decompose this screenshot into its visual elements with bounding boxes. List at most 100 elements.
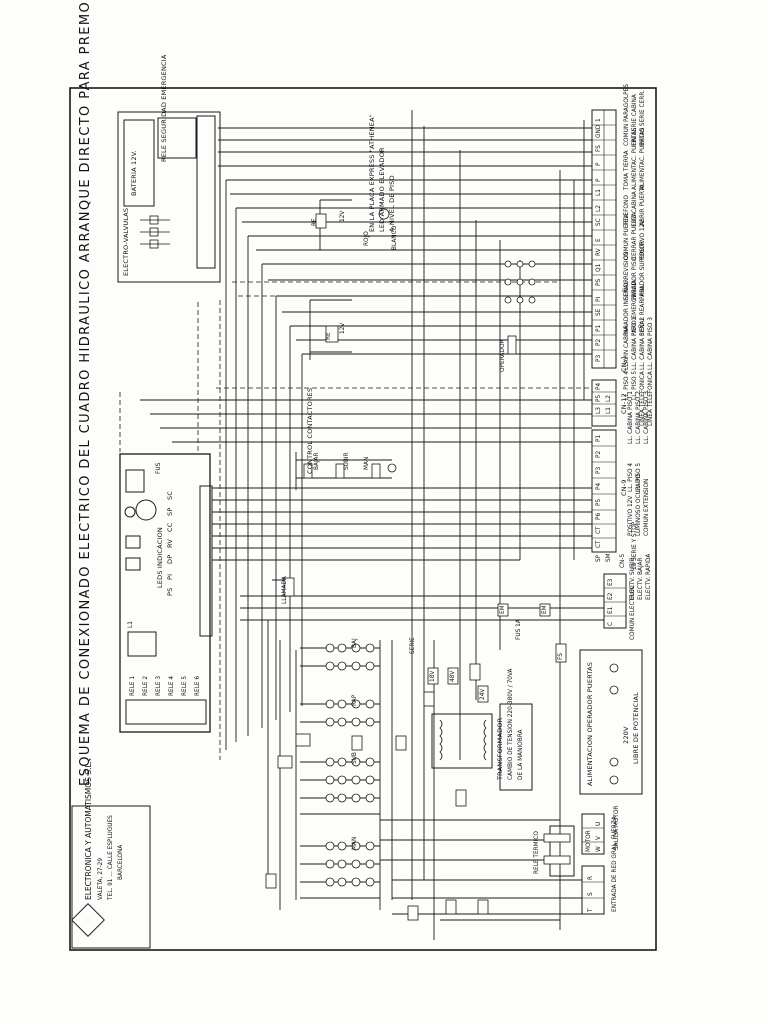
motor-pin: W (596, 846, 602, 852)
contactor-label: SUB (352, 752, 358, 764)
input-pin: R (588, 875, 594, 880)
fuse-label: FUS (156, 462, 162, 474)
cn9-desc: LL. CABINA PISO 2 (636, 391, 642, 444)
volt-24-label: 24V (480, 688, 486, 700)
cn2-pin: L3 (596, 407, 602, 414)
cn1-desc: ALIMENTAC. PUERTAS (640, 127, 646, 190)
led-label: PS (166, 587, 174, 596)
input-label: ENTRADA DE RED GRAL. FUERZA (612, 816, 618, 912)
transformer-note-2: DE LA MANIOBRA (518, 729, 524, 780)
cn1-desc: COMUN PARAGOLPES (624, 84, 630, 146)
call-label: LLAMADA (282, 576, 288, 604)
re-label-2: RE (326, 332, 332, 340)
control-item: BAJAR (314, 452, 320, 470)
cn1-pin: E (596, 238, 602, 242)
led-white-label: BLANCO (392, 225, 398, 250)
motor-label: MOTOR (586, 830, 592, 852)
series-label: SERIE (410, 637, 416, 654)
led-label: PI (166, 573, 174, 580)
company-city: BARCELONA (118, 844, 124, 880)
volt-12-label-2: 12V (340, 322, 346, 334)
valve-desc: ELECTV. BAJAR (638, 557, 644, 600)
cn1-pin: Q1 (596, 263, 602, 272)
cn9-pin: P2 (596, 450, 602, 458)
cn1-pin: P3 (596, 354, 602, 362)
relay-label: RELE 5 (182, 675, 188, 696)
cn9-pin: P1 (596, 434, 602, 442)
cn1-pin: FS (596, 145, 602, 152)
relay-label: RELE 1 (130, 675, 136, 696)
cn5-label: CN-5 (620, 553, 626, 568)
diagram-title: ESQUEMA DE CONEXIONADO ELECTRICO DEL CUA… (78, 0, 93, 786)
cn1-pin: PS (596, 278, 602, 286)
cn1-pin: L1 (596, 189, 602, 196)
main-board (119, 453, 211, 733)
battery-box (117, 111, 221, 283)
re-label-1: RE (312, 218, 318, 226)
volt-48-label: 48V (450, 670, 456, 682)
cn1-desc: TOMA TIERRA (624, 150, 630, 190)
fs-label: FS (558, 653, 564, 660)
title-block (71, 805, 151, 949)
placa-note-3: A NIVEL DE PISO (388, 175, 396, 232)
volt-12-label-1: 12V (340, 210, 346, 222)
leds-label: LEDS INDICACION (156, 527, 164, 588)
em-label-2: EM (542, 605, 548, 614)
relay-label: RELE 3 (156, 675, 162, 696)
company-address-1: VALETA, 27-29 (98, 857, 104, 900)
cn9-pin: CT (596, 526, 602, 534)
cn9-desc: LL. CABINA PISO 3 (644, 391, 650, 444)
control-item: SUBIR (344, 452, 350, 470)
company-address-2: TEL. 91 ... CALLE ESPLUGUES (108, 815, 114, 900)
cn5-pin: SP (596, 554, 602, 562)
control-contactors-label: CONTROL CONTACTORES (306, 387, 314, 474)
valve-pin: E2 (608, 592, 614, 600)
valve-desc: COMUN ELECTROV. (630, 584, 636, 640)
transformer-label: TRANSFORMADOR (496, 717, 504, 780)
safety-relay-label: RELE SEGURIDAD EMERGENCIA (160, 54, 168, 162)
cn2-pin: L2 (606, 395, 612, 402)
transformer-note: CAMBIO DE TENSION 220-380V / 70VA (508, 668, 514, 780)
cn1-desc: LL. CABINA PISO 1 (632, 317, 638, 370)
valve-pin: C (608, 621, 614, 626)
cn9-label: CN-9 (620, 479, 628, 496)
display-label: L1 (128, 621, 134, 628)
led-label: CC (166, 522, 174, 532)
door-supply-voltage: 220V (622, 726, 630, 744)
led-label: DP (166, 554, 174, 564)
cn1-pin: P1 (596, 324, 602, 332)
sheet-border (69, 87, 657, 951)
thermal-relay-label: RELE TERMICO (534, 831, 540, 874)
placa-note-1: EN LA PLACA EXPRESS "ATHENEA" (368, 114, 376, 232)
input-pin: T (588, 908, 594, 912)
volt-18-label: 18V (430, 670, 436, 682)
motor-pin: V (596, 836, 602, 840)
battery-label: BATERIA 12V. (130, 150, 138, 196)
cn1-desc: ALIMENTAC. PUERTAS (632, 127, 638, 190)
led-red-label: ROJO (364, 231, 370, 246)
fuse-1a-label: FUS 1A (516, 619, 522, 640)
cn1-pin: P (596, 162, 602, 167)
control-item: MAN (364, 456, 370, 470)
cn9-pin: CT (596, 540, 602, 548)
led-label: SC (166, 490, 174, 500)
cn2-pin: P4 (596, 382, 602, 390)
cn1-pin: SC (596, 218, 602, 226)
cn5-pin: SM (606, 553, 612, 562)
led-label: SP (166, 507, 174, 516)
cn9-pin: P6 (596, 512, 602, 520)
cn1-pin: 1 (596, 118, 602, 122)
valve-pin: E3 (608, 578, 614, 586)
cn9-desc: LL. CABINA PISO 1 (628, 391, 634, 444)
door-supply-subtitle: LIBRE DE POTENCIAL (632, 692, 640, 764)
relay-label: RELE 4 (169, 675, 175, 696)
door-supply-title: ALIMENTACION OPERADOR PUERTAS (586, 661, 594, 786)
cn1-pin: RV (596, 248, 602, 256)
contactor-label: BAJ (352, 638, 358, 648)
cn9-pin: P4 (596, 482, 602, 490)
cn1-pin: SE (596, 308, 602, 316)
operator-label: OPERADOR (500, 339, 506, 372)
company-name: ELECTRONICA Y AUTOMATISMOS S.L. (84, 760, 93, 900)
